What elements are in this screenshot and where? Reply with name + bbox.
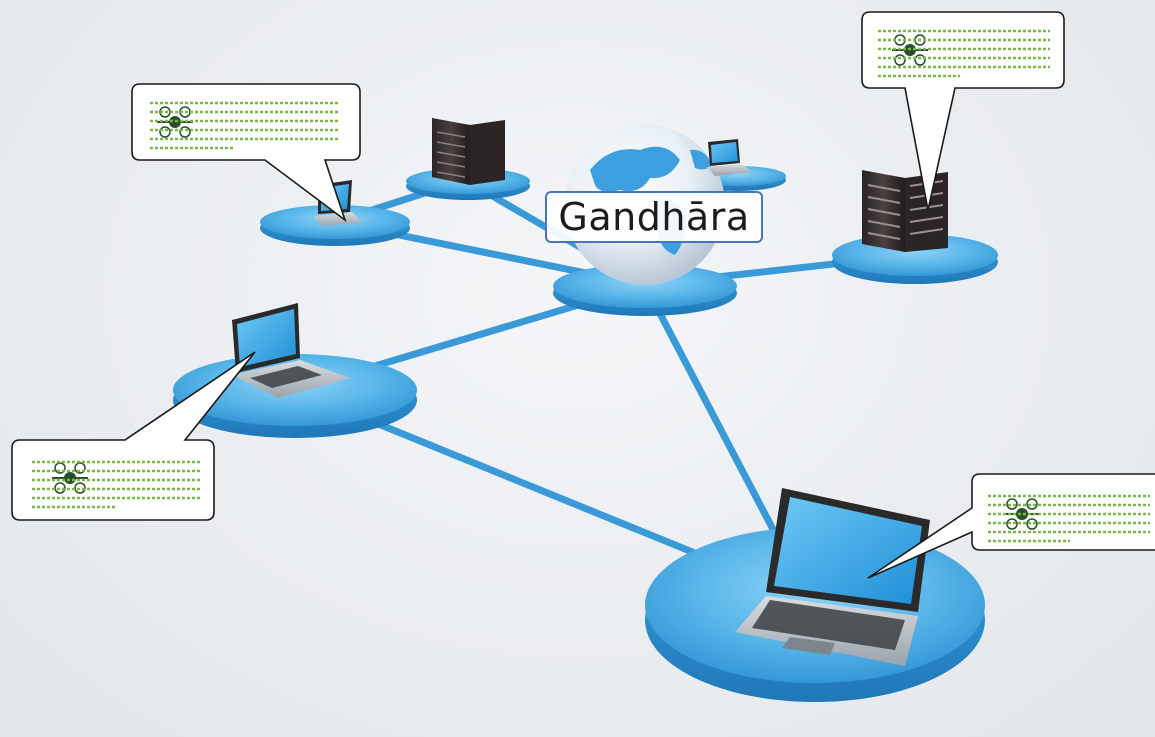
center-label: Gandhāra	[545, 191, 763, 243]
server-icon	[862, 170, 948, 252]
script-text-lines	[32, 460, 200, 509]
server-icon	[432, 118, 505, 185]
callout-left	[11, 351, 256, 521]
callout-top-left	[131, 83, 361, 223]
laptop-icon	[735, 488, 930, 666]
script-text-lines	[988, 494, 1150, 543]
callout-top-right	[861, 11, 1065, 211]
script-text-lines	[878, 29, 1050, 78]
script-text-lines	[150, 101, 340, 150]
platform-hub	[553, 264, 737, 316]
callout-right	[867, 473, 1155, 579]
laptop-icon	[707, 139, 752, 176]
